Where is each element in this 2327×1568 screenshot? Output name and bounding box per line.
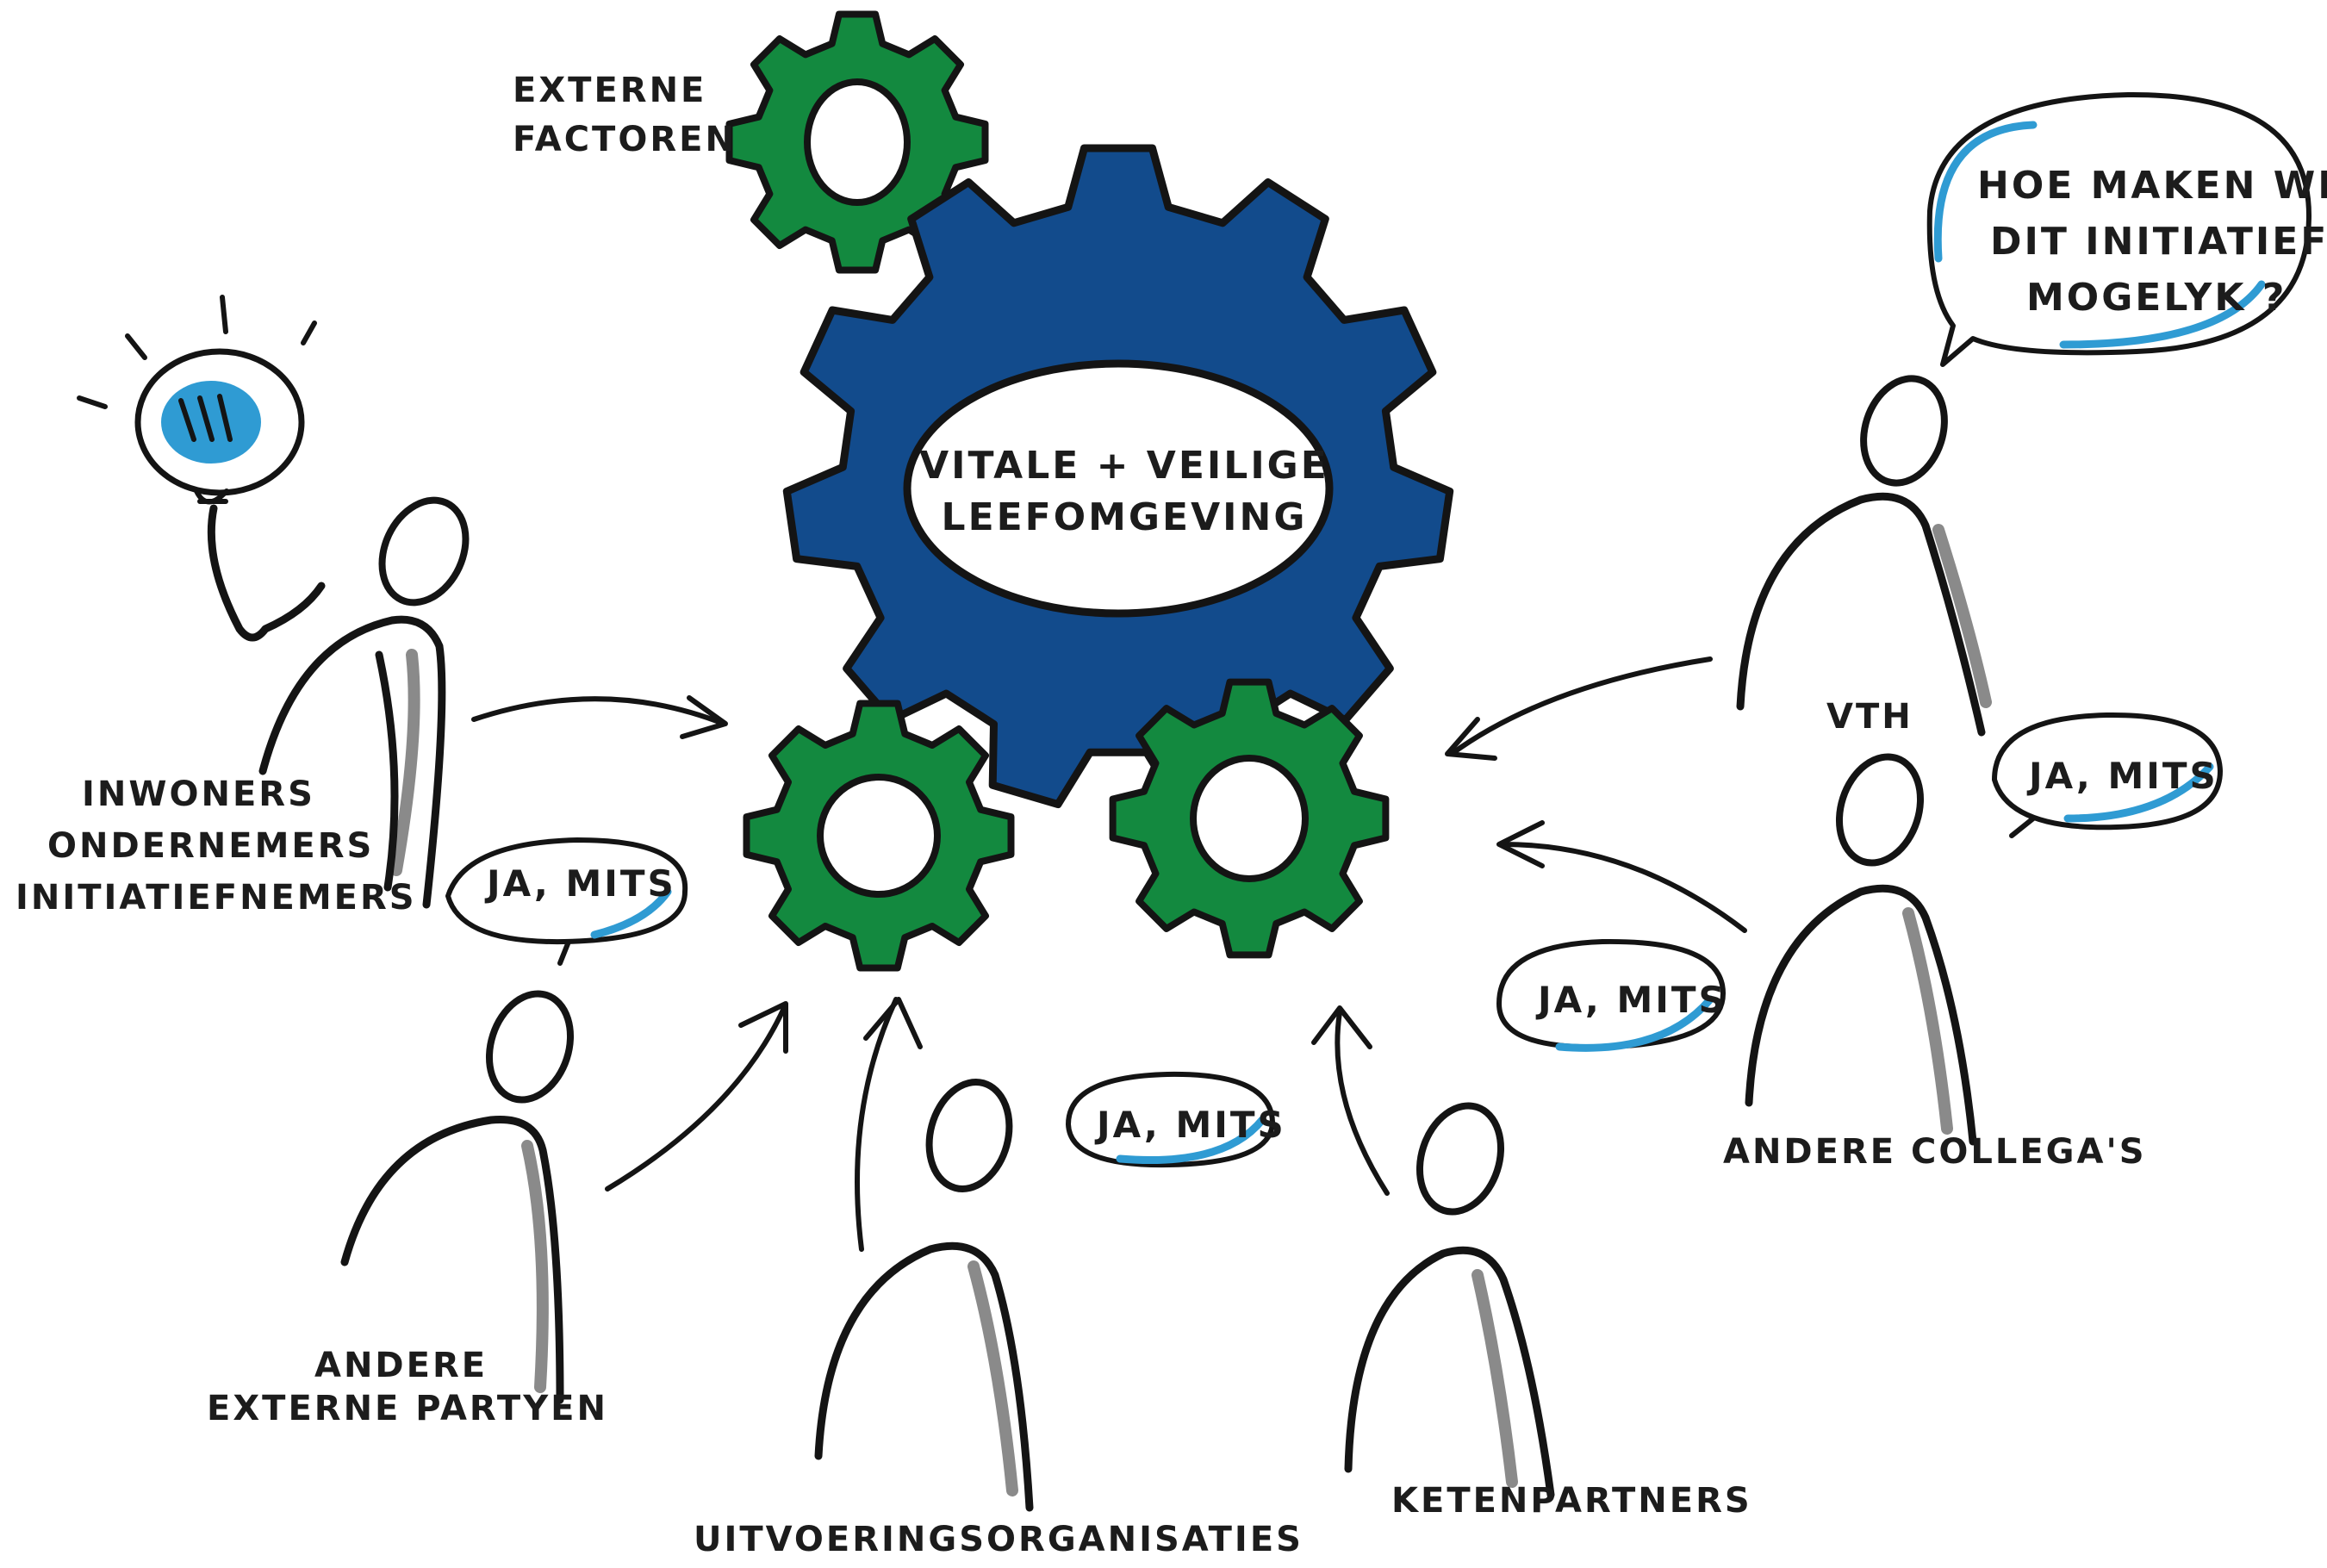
person-icon-other-external: [340, 990, 575, 1404]
arrow-icon-initiators: [471, 695, 728, 739]
arrow-icon-execution: [855, 997, 923, 1252]
external-factors-line1: EXTERNE: [513, 71, 706, 110]
person-icon-initiators: [258, 496, 470, 909]
ja-mits-bubble-chain: JA, MITS: [1535, 979, 1727, 1021]
question-line3: MOGELYK ?: [2026, 276, 2287, 320]
initiators-line1: INWONERS: [82, 775, 315, 814]
gear-icon-external: [725, 10, 989, 274]
center-gear-line1: VITALE + VEILIGE: [919, 444, 1329, 488]
speech-bubble-icon-vth: [1992, 712, 2223, 838]
gear-icon-center: [782, 144, 1454, 809]
gear-icon-right: [1109, 678, 1390, 959]
speech-bubble-icon-external: [445, 837, 688, 966]
arrow-icon-vth: [1496, 820, 1747, 933]
center-gear-line2: LEEFOMGEVING: [942, 495, 1308, 539]
colleagues-label: ANDERE COLLEGA'S: [1723, 1132, 2147, 1172]
question-line1: HOE MAKEN WE: [1977, 164, 2327, 208]
other-external-line2: EXTERNE PARTYEN: [207, 1389, 608, 1428]
arrow-icon-other-external: [605, 1001, 788, 1192]
ja-mits-bubble-external: JA, MITS: [484, 862, 676, 905]
other-external-line1: ANDERE: [314, 1346, 488, 1385]
person-icon-vth: [1745, 753, 1977, 1146]
lightbulb-icon: [77, 295, 326, 642]
person-icon-chain: [1344, 1102, 1555, 1499]
arrow-icon-chain: [1311, 1005, 1390, 1196]
vth-label: VTH: [1826, 697, 1913, 737]
question-line2: DIT INITIATIEF: [1990, 220, 2327, 264]
initiators-line2: ONDERNEMERS: [47, 826, 374, 866]
chain-partners-label: KETENPARTNERS: [1391, 1481, 1752, 1521]
speech-bubble-icon-execution: [1066, 1071, 1275, 1168]
speech-bubble-icon-question: [1926, 91, 2311, 367]
arrow-icon-colleague-top: [1445, 656, 1713, 761]
ja-mits-bubble-execution: JA, MITS: [1094, 1104, 1286, 1146]
ja-mits-bubble-vth: JA, MITS: [2026, 755, 2218, 797]
external-factors-line2: FACTOREN: [513, 120, 737, 159]
person-icon-execution: [814, 1079, 1034, 1512]
initiators-line3: INITIATIEFNEMERS: [16, 878, 417, 918]
person-icon-colleague-top: [1736, 375, 1992, 737]
execution-label: UITVOERINGSORGANISATIES: [694, 1520, 1303, 1559]
gear-icon-left: [743, 700, 1015, 972]
speech-bubble-icon-chain: [1496, 938, 1726, 1052]
